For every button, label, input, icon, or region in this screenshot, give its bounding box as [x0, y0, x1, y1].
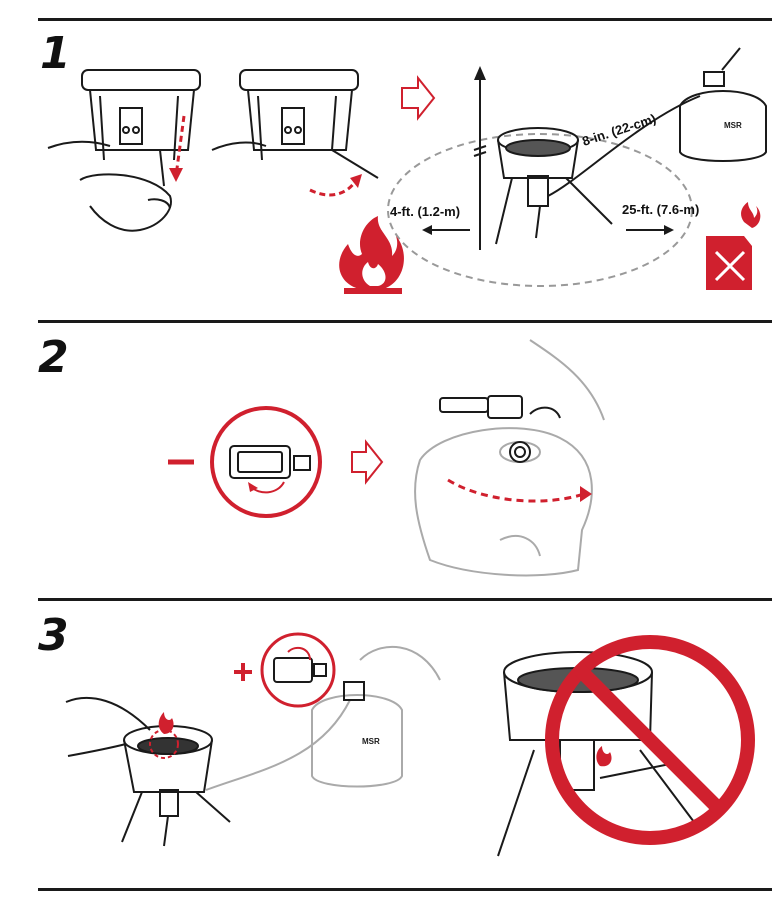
divider-rule-2	[38, 598, 772, 601]
stove-setup-illustration	[495, 95, 701, 245]
stove-leg-extended-illustration	[211, 69, 379, 179]
valve-remove-circle	[210, 406, 322, 518]
clearance-ellipse	[387, 133, 693, 287]
canister-logo-2: MSR	[362, 737, 380, 746]
rotate-direction-arrow	[447, 478, 585, 503]
lighting-stove-illustration	[65, 696, 231, 847]
height-distance-label: 8-in. (22-cm)	[580, 111, 657, 149]
fire-distance-label: 4-ft. (1.2-m)	[390, 204, 460, 219]
valve-hand-illustration	[439, 395, 561, 463]
prohibited-icon	[545, 635, 755, 845]
vertical-clearance-arrow	[473, 76, 487, 250]
divider-rule-1	[38, 320, 772, 323]
step-number-3: 3	[38, 610, 69, 661]
fuel-can-warning-icon	[706, 202, 761, 290]
next-arrow-icon	[401, 75, 436, 121]
step-number-2: 2	[38, 332, 69, 383]
fold-direction-arrow	[174, 115, 186, 177]
fuel-canister-illustration: MSR	[679, 47, 767, 162]
canister-logo: MSR	[724, 121, 742, 130]
canister-hand-illustration	[414, 339, 605, 577]
stove-leg-fold-illustration	[47, 69, 201, 232]
unfold-direction-arrow	[309, 179, 358, 197]
connected-canister-illustration: MSR	[205, 646, 441, 791]
ignition-flame-icon	[158, 712, 174, 734]
next-arrow-icon-2	[351, 439, 384, 485]
valve-open-circle	[260, 632, 336, 708]
step-number-1: 1	[40, 28, 71, 79]
fuel-can-distance-label: 25-ft. (7.6-m)	[622, 202, 699, 217]
top-rule	[38, 18, 772, 21]
bottom-rule	[38, 888, 772, 891]
flame-icon	[339, 216, 404, 294]
